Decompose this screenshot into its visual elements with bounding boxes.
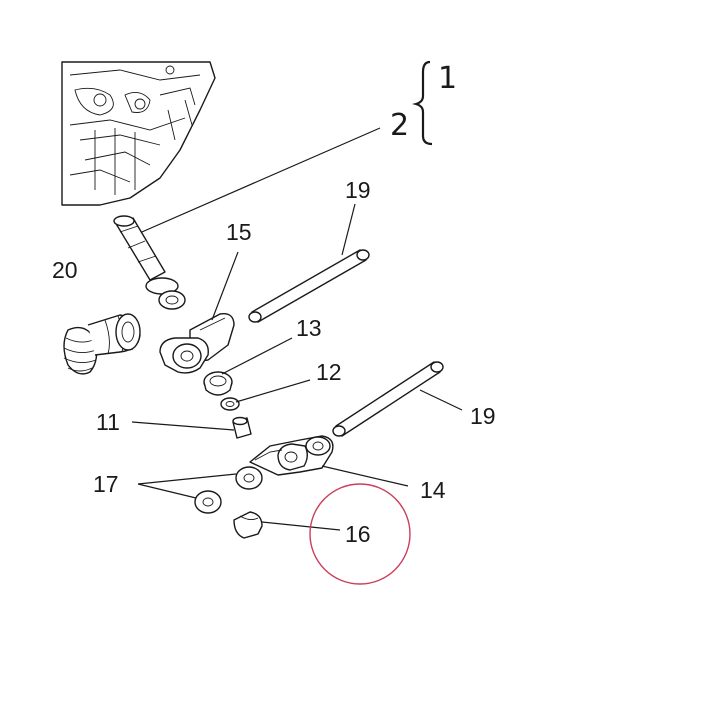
label-20: 20: [52, 257, 78, 283]
label-13: 13: [296, 315, 322, 341]
cap-16-part: [233, 511, 263, 539]
leader-line-14: [321, 465, 409, 487]
rocker-shaft-lower-part: [332, 361, 444, 437]
label-1: 1: [438, 61, 457, 96]
valve-guide-part: [113, 215, 186, 310]
label-17: 17: [93, 471, 119, 497]
washer-17-lower-part: [194, 490, 222, 514]
label-19-lower: 19: [470, 403, 496, 429]
label-14: 14: [420, 477, 446, 503]
label-12: 12: [316, 359, 342, 385]
rocker-shaft-upper-part: [248, 249, 370, 323]
rocker-arm-15-part: [159, 313, 235, 374]
label-2: 2: [390, 108, 409, 143]
leader-line-2: [134, 127, 381, 236]
leader-line-11: [131, 421, 235, 431]
cylinder-head-casting: [61, 61, 216, 206]
leader-line-19a: [341, 203, 356, 256]
leader-line-19b: [419, 389, 463, 411]
valve-spring-part: [63, 313, 141, 375]
label-11: 11: [96, 409, 120, 435]
label-16: 16: [345, 521, 371, 547]
pin-11-part: [232, 416, 252, 439]
washer-17-upper-part: [235, 466, 263, 490]
leader-line-17a: [137, 473, 237, 485]
circlip-12-part: [220, 397, 240, 411]
rocker-arm-14-part: [249, 435, 334, 476]
highlight-circle: [309, 483, 411, 585]
label-19-upper: 19: [345, 177, 371, 203]
leader-line-13: [221, 337, 293, 375]
leader-line-12: [235, 379, 311, 403]
bushing-13-part: [203, 371, 233, 396]
leader-line-16: [261, 521, 341, 531]
group-bracket: [412, 60, 433, 146]
leader-line-15: [211, 251, 239, 321]
label-15: 15: [226, 219, 252, 245]
leader-line-17b: [137, 483, 197, 499]
